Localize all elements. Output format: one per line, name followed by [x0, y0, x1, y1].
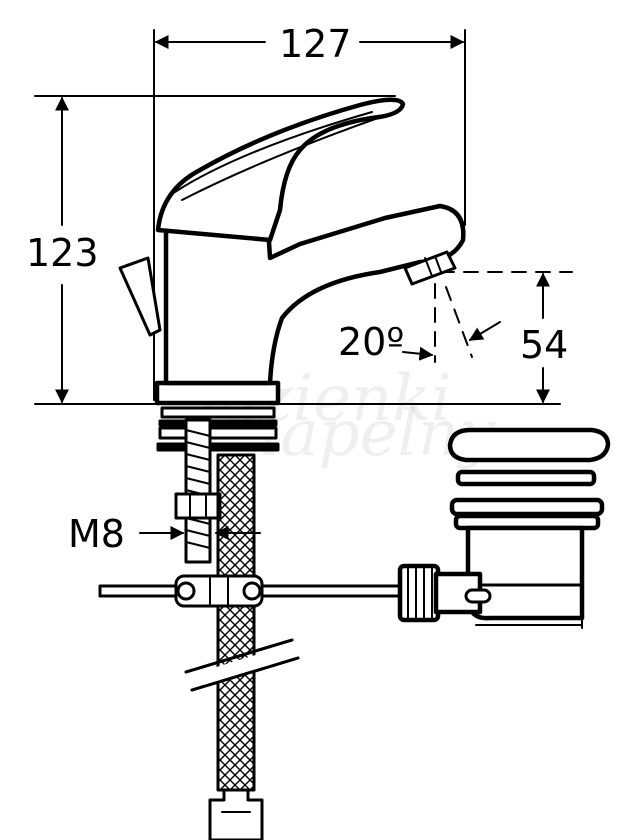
angle-label: 20º — [338, 320, 404, 364]
width-dimension: 127 — [153, 22, 466, 401]
width-label: 127 — [279, 22, 352, 66]
drain-assembly — [397, 427, 611, 629]
spout-height-dimension: 54 — [439, 271, 573, 404]
height-label: 123 — [26, 231, 99, 275]
height-dimension: 123 — [26, 95, 561, 405]
angle-dimension: 20º — [338, 283, 501, 364]
flexible-hose — [184, 453, 300, 840]
pop-up-rod — [98, 574, 402, 608]
faucet-body — [118, 97, 466, 406]
spout-height-label: 54 — [520, 323, 568, 367]
thread-label: M8 — [68, 512, 125, 556]
mounting-assembly — [156, 406, 280, 564]
